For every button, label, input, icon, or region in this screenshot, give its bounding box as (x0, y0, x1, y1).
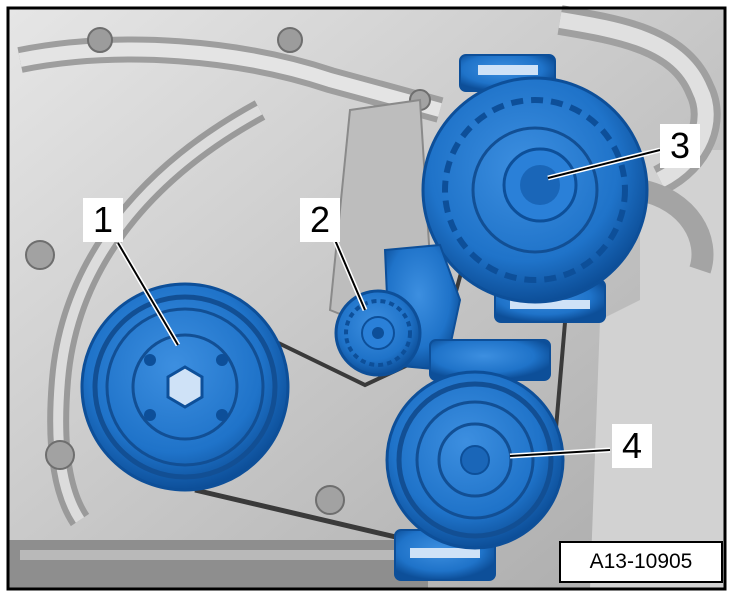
crankshaft-pulley (80, 282, 290, 492)
figure-border (6, 6, 727, 591)
callout-3: 3 (660, 124, 700, 168)
callout-1: 1 (83, 198, 123, 242)
callout-2: 2 (300, 198, 340, 242)
alternator (421, 54, 649, 323)
callout-4: 4 (612, 424, 652, 468)
ac-compressor (385, 339, 565, 581)
tensioner (334, 243, 462, 377)
leader-lines (115, 147, 661, 459)
figure-reference-label: A13-10905 (559, 541, 723, 583)
